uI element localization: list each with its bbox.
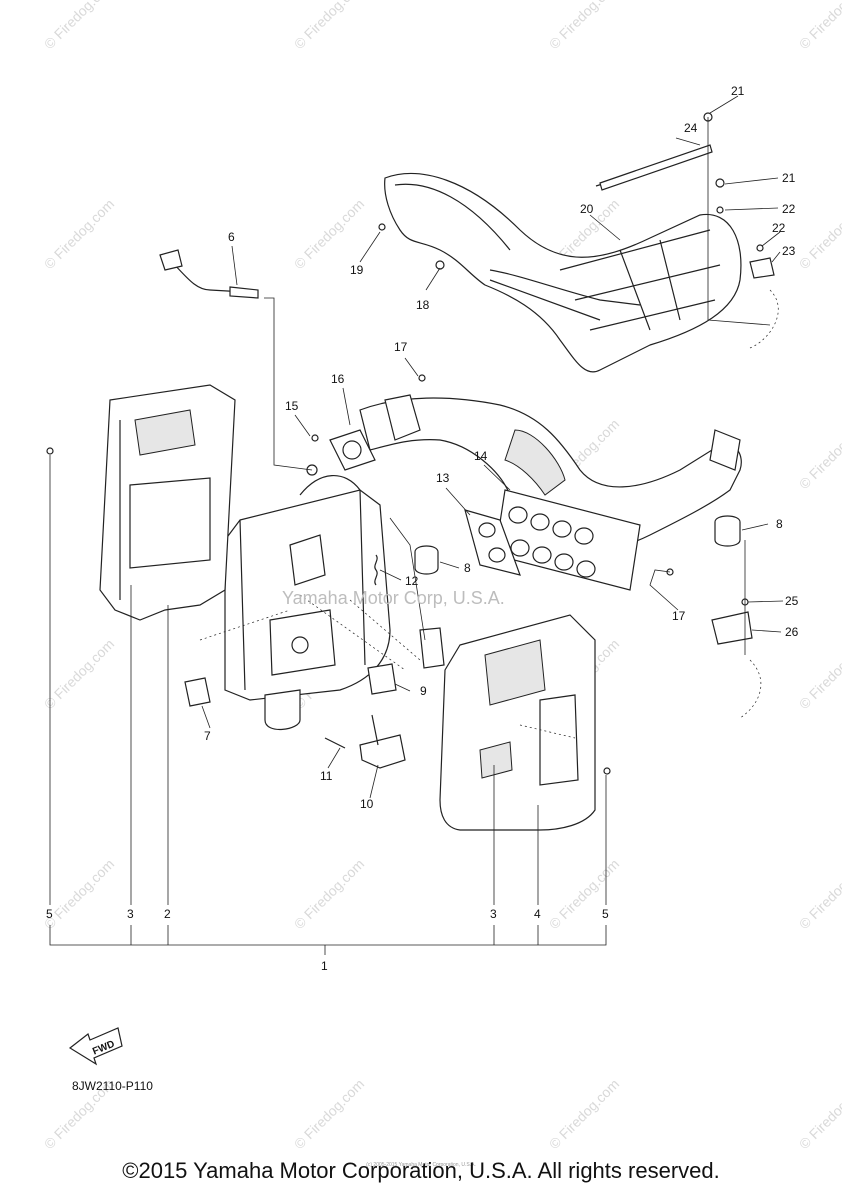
watermark-text: © Firedog.com: [291, 856, 367, 932]
watermark-text: © Firedog.com: [546, 856, 622, 932]
exhaust-manifold: [359, 397, 742, 591]
callout-7: 7: [204, 729, 211, 743]
muffler-cover-left: [99, 384, 236, 621]
callout-13: 13: [436, 471, 450, 485]
callout-labels: 1 2 3 3 4 5 5 6 7 8 8 9 10 11 12 13 14 1…: [46, 84, 799, 973]
callout-21: 21: [731, 84, 745, 98]
callout-21: 21: [782, 171, 796, 185]
watermark-text: © Firedog.com: [796, 856, 842, 932]
watermark-text: © Firedog.com: [291, 0, 367, 52]
heat-shield-upper: [384, 144, 742, 373]
assembly-tree: [49, 455, 607, 955]
callout-26: 26: [785, 625, 799, 639]
fasteners: [46, 112, 764, 775]
fwd-arrow-icon: FWD: [68, 1027, 123, 1066]
gasket-16: [329, 394, 421, 471]
watermark-text: © Firedog.com: [546, 0, 622, 52]
watermark-text: © Firedog.com: [796, 1076, 842, 1152]
watermark-text: © Firedog.com: [546, 1076, 622, 1152]
watermark-text: © Firedog.com: [796, 196, 842, 272]
callout-23: 23: [782, 244, 796, 258]
callout-16: 16: [331, 372, 345, 386]
callout-2: 2: [164, 907, 171, 921]
watermark-text: © Firedog.com: [41, 0, 117, 52]
fine-print: (c) 2005-2015 Yamaha Motor Corporation, …: [366, 1162, 476, 1168]
callout-15: 15: [285, 399, 299, 413]
watermark-text: © Firedog.com: [291, 1076, 367, 1152]
callout-3: 3: [490, 907, 497, 921]
callout-10: 10: [360, 797, 374, 811]
callout-14: 14: [474, 449, 488, 463]
watermark-text: © Firedog.com: [41, 636, 117, 712]
center-watermark: Yamaha Motor Corp, U.S.A.: [282, 588, 505, 608]
callout-1: 1: [321, 959, 328, 973]
watermark-text: © Firedog.com: [796, 0, 842, 52]
watermark-text: © Firedog.com: [291, 196, 367, 272]
callout-25: 25: [785, 594, 799, 608]
diagram-code: 8JW2110-P110: [72, 1079, 153, 1093]
callout-22: 22: [782, 202, 796, 216]
callout-3: 3: [127, 907, 134, 921]
callout-9: 9: [420, 684, 427, 698]
callout-11: 11: [320, 769, 333, 783]
small-parts: [184, 257, 775, 769]
callout-22: 22: [772, 221, 786, 235]
callout-24: 24: [684, 121, 698, 135]
muffler-body: [224, 475, 391, 730]
oxygen-sensor: [159, 249, 259, 299]
callout-17: 17: [394, 340, 408, 354]
callout-8: 8: [464, 561, 471, 575]
callout-19: 19: [350, 263, 364, 277]
copyright-footer: ©2015 Yamaha Motor Corporation, U.S.A. A…: [122, 1158, 720, 1183]
callout-20: 20: [580, 202, 594, 216]
watermark-text: © Firedog.com: [796, 416, 842, 492]
callout-12: 12: [405, 574, 419, 588]
callout-4: 4: [534, 907, 541, 921]
leader-lines: [199, 95, 784, 799]
callout-6: 6: [228, 230, 235, 244]
muffler-cover-right: [439, 614, 596, 831]
callout-17: 17: [672, 609, 686, 623]
callout-8: 8: [776, 517, 783, 531]
watermark-text: © Firedog.com: [796, 636, 842, 712]
gasket-13: [464, 509, 521, 576]
callout-18: 18: [416, 298, 430, 312]
callout-5: 5: [602, 907, 609, 921]
watermark-text: © Firedog.com: [41, 196, 117, 272]
callout-5: 5: [46, 907, 53, 921]
